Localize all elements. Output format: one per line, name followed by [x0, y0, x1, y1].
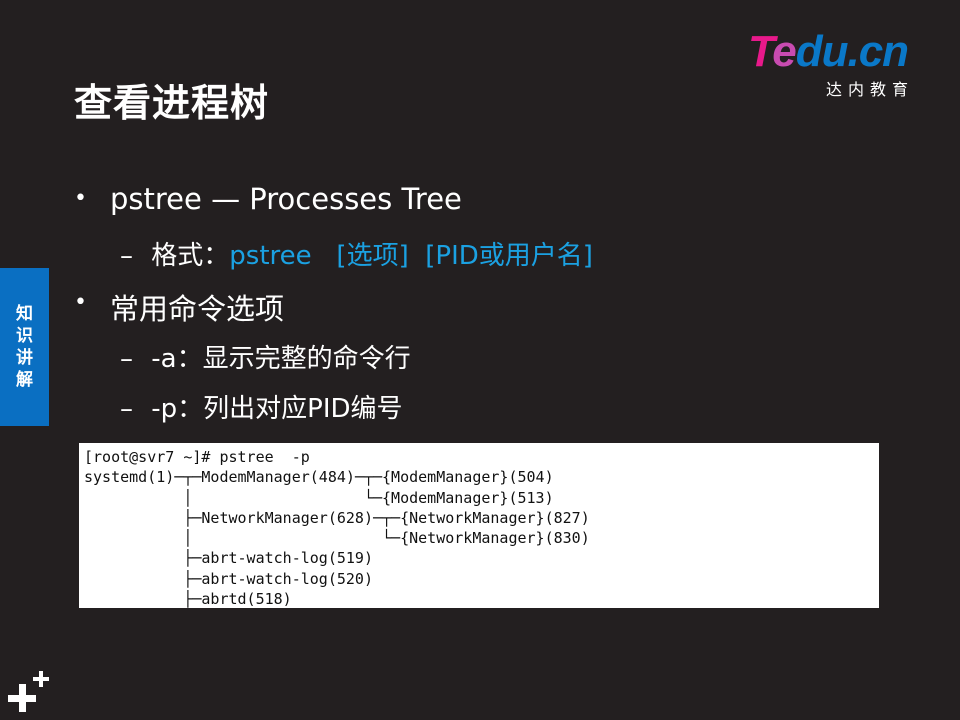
terminal-line: │ └─{ModemManager}(513)	[84, 488, 554, 507]
terminal-output: [root@svr7 ~]# pstree -p systemd(1)─┬─Mo…	[79, 443, 879, 608]
logo-e: e	[772, 27, 797, 76]
sub-dash: –	[120, 344, 133, 374]
tedu-logo: Tedu.cn 达内教育	[748, 27, 928, 100]
terminal-text: [root@svr7 ~]# pstree -p systemd(1)─┬─Mo…	[79, 443, 879, 608]
logo-wordmark: Tedu.cn	[748, 27, 909, 76]
side-tab-char: 解	[16, 370, 33, 390]
bullet-dot: •	[74, 290, 87, 315]
side-tab-char: 知	[16, 304, 33, 324]
slide-title: 查看进程树	[74, 81, 270, 125]
bullet-text: pstree — Processes Tree	[110, 182, 462, 216]
sub-dash: –	[120, 394, 133, 424]
terminal-line: [root@svr7 ~]# pstree -p	[84, 448, 310, 466]
side-tab-char: 识	[16, 326, 33, 346]
sub-format: – 格式：pstree [选项] [PID或用户名]	[120, 235, 593, 272]
side-tab-knowledge: 知 识 讲 解	[0, 268, 49, 426]
sub-option-p: – -p：列出对应PID编号	[120, 388, 403, 425]
sub-label: 格式：	[151, 241, 230, 271]
bullet-dot: •	[74, 186, 87, 211]
logo-rest: du.cn	[795, 27, 909, 76]
terminal-line: │ └─{NetworkManager}(830)	[84, 529, 590, 548]
bullet-text: 常用命令选项	[110, 292, 285, 326]
terminal-line: ├─abrt-watch-log(520)	[84, 569, 373, 588]
terminal-line: ├─abrt-watch-log(519)	[84, 549, 373, 568]
plus-decoration-icon	[8, 684, 36, 712]
sub-option-a: – -a：显示完整的命令行	[120, 338, 411, 375]
sub-label: -p：列出对应PID编号	[151, 394, 403, 424]
plus-small-decoration-icon	[33, 671, 49, 687]
sub-label: -a：显示完整的命令行	[151, 344, 411, 374]
sub-dash: –	[120, 241, 133, 271]
terminal-line: ├─abrtd(518)	[84, 590, 292, 608]
logo-subtitle: 达内教育	[826, 80, 915, 99]
logo-t: T	[748, 27, 773, 76]
side-tab-char: 讲	[16, 348, 33, 368]
terminal-line: systemd(1)─┬─ModemManager(484)─┬─{ModemM…	[84, 468, 554, 487]
format-syntax: pstree [选项] [PID或用户名]	[229, 241, 593, 271]
terminal-line: ├─NetworkManager(628)─┬─{NetworkManager}…	[84, 508, 590, 527]
